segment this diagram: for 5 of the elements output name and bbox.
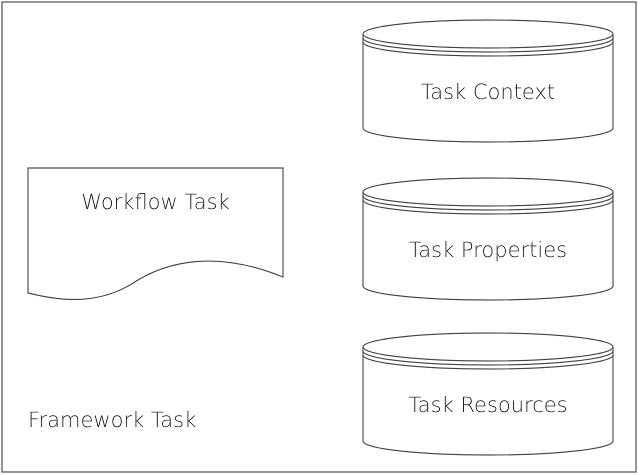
node-label: Workflow Task [81, 190, 230, 214]
node-label: Task Resources [408, 393, 568, 417]
group-label: Framework Task [28, 408, 196, 432]
node-label: Task Properties [408, 238, 568, 262]
node-label: Task Context [420, 80, 556, 104]
